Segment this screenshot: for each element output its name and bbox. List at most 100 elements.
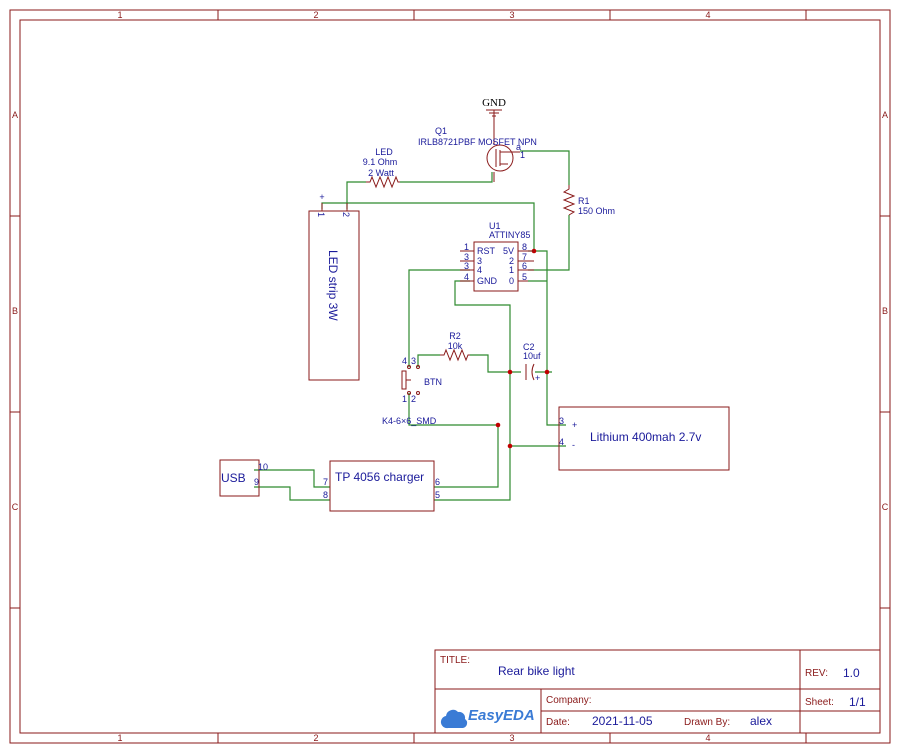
battery-pin-3: 3 [559, 416, 564, 426]
row-ticks [10, 215, 890, 609]
wire-strip-to-ledres [346, 181, 366, 209]
led-strip-pin-1: 1 [316, 212, 326, 217]
u1-rpin-num-8: 8 [522, 242, 527, 252]
c2-plus: + [535, 373, 540, 383]
charger-pin-5: 5 [435, 490, 440, 500]
u1-rpin-name-6: 1 [509, 265, 514, 275]
title-label: TITLE: [440, 655, 470, 666]
charger-pin-6: 6 [435, 477, 440, 487]
r2-ref: R2 [449, 331, 461, 341]
wire-gate-to-r1 [520, 150, 570, 185]
u1-lpin-name-4: GND [477, 276, 498, 286]
u1-lpin-name-2: 3 [477, 256, 482, 266]
sheet-value: 1/1 [849, 695, 866, 709]
btn-pin-2: 2 [411, 394, 416, 404]
charger-pin-7: 7 [323, 477, 328, 487]
btn-ref: BTN [424, 377, 442, 387]
q1-value: IRLB8721PBF MOSFET NPN [418, 137, 537, 147]
row-labels: A B C A B C [12, 110, 889, 512]
rev-label: REV: [805, 668, 828, 679]
row-label-b-left: B [12, 306, 18, 316]
usb-pin-10: 10 [258, 462, 268, 472]
usb-label: USB [221, 471, 246, 485]
column-ticks [217, 10, 807, 743]
col-label-4-top: 4 [705, 10, 710, 20]
row-label-a-right: A [882, 110, 888, 120]
u1-lpin-num-3: 3 [464, 261, 469, 271]
u1-lpin-name-1: RST [477, 246, 496, 256]
date-value: 2021-11-05 [592, 714, 653, 728]
col-label-3-top: 3 [509, 10, 514, 20]
wire-usb-9 [254, 486, 330, 501]
rev-value: 1.0 [843, 666, 860, 680]
led-res-power: 2 Watt [368, 168, 394, 178]
q1-ref: Q1 [435, 126, 447, 136]
outer-frame [9, 9, 891, 744]
button-btn[interactable]: 4 3 1 2 BTN K4-6×6_SMD [382, 356, 442, 426]
charger-tp4056[interactable]: TP 4056 charger 7 8 6 5 [323, 460, 440, 512]
gnd-symbol: GND [482, 97, 506, 128]
row-label-a-left: A [12, 110, 18, 120]
sheet-label: Sheet: [805, 697, 834, 708]
wire-5v-to-battery-plus [528, 250, 566, 426]
wire-btn-to-plus-line [408, 393, 498, 426]
col-label-1-top: 1 [117, 10, 122, 20]
wire-charger-plus [434, 425, 499, 488]
btn-footprint: K4-6×6_SMD [382, 416, 437, 426]
easyeda-logo-text: EasyEDA [468, 707, 535, 724]
resistor-r1[interactable]: R1 150 Ohm [562, 185, 615, 216]
u1-lpin-num-1: 1 [464, 242, 469, 252]
c2-ref: C2 [523, 342, 535, 352]
title-block: TITLE: Rear bike light REV: 1.0 Company:… [434, 649, 881, 734]
wire-gnd-rail [434, 280, 511, 501]
capacitor-c2[interactable]: C2 10uf + [523, 342, 541, 383]
led-resistor[interactable]: LED 9.1 Ohm 2 Watt [363, 147, 400, 189]
r1-ref: R1 [578, 196, 590, 206]
wire-strip-plus-to-5v [321, 202, 535, 251]
btn-pin-1: 1 [402, 394, 407, 404]
led-strip-pin-2: 2 [341, 212, 351, 217]
ic-u1-attiny85[interactable]: U1 ATTINY85 1 3 3 4 RST 3 4 GND 8 7 6 5 … [460, 221, 534, 292]
col-label-4-bottom: 4 [705, 733, 710, 743]
u1-rpin-name-5: 0 [509, 276, 514, 286]
led-res-ref: LED [375, 147, 393, 157]
u1-rpin-name-8: 5V [503, 246, 514, 256]
charger-label: TP 4056 charger [335, 470, 424, 484]
usb-connector[interactable]: USB 10 9 [219, 459, 268, 497]
row-label-c-right: C [882, 502, 889, 512]
u1-rpin-name-7: 2 [509, 256, 514, 266]
battery-label: Lithium 400mah 2.7v [590, 430, 701, 444]
c2-value: 10uf [523, 351, 541, 361]
row-label-b-right: B [882, 306, 888, 316]
q1-pin-a: a [516, 142, 521, 152]
u1-rpin-num-7: 7 [522, 252, 527, 262]
wire-ledres-to-mosfet [400, 172, 493, 183]
col-label-2-top: 2 [313, 10, 318, 20]
led-strip[interactable]: + 1 2 LED strip 3W [308, 192, 360, 381]
btn-pin-3: 3 [411, 356, 416, 366]
mosfet-q1[interactable]: Q1 IRLB8721PBF MOSFET NPN a 1 [418, 126, 537, 182]
gnd-label: GND [482, 97, 506, 109]
easyeda-logo: EasyEDA [440, 707, 535, 729]
resistor-r2[interactable]: R2 10k [440, 331, 470, 362]
btn-pin-4: 4 [402, 356, 407, 366]
wire-usb-10 [254, 469, 330, 488]
battery-minus: - [572, 440, 575, 450]
wire-btn-to-r2 [417, 354, 440, 367]
battery-plus: + [572, 420, 577, 430]
drawn-by-label: Drawn By: [684, 717, 730, 728]
company-label: Company: [546, 695, 592, 706]
wire-u1-pin-to-btn [408, 269, 470, 367]
u1-rpin-num-6: 6 [522, 261, 527, 271]
battery-lithium[interactable]: 3 4 + - Lithium 400mah 2.7v [558, 406, 730, 471]
u1-lpin-num-4: 4 [464, 272, 469, 282]
usb-pin-9: 9 [254, 477, 259, 487]
u1-lpin-num-2: 3 [464, 252, 469, 262]
inner-frame [19, 19, 881, 734]
led-strip-plus: + [319, 192, 324, 202]
wire-r1-to-u1-pin6 [528, 215, 570, 271]
u1-ref: U1 [489, 221, 501, 231]
battery-pin-4: 4 [559, 437, 564, 447]
row-label-c-left: C [12, 502, 19, 512]
